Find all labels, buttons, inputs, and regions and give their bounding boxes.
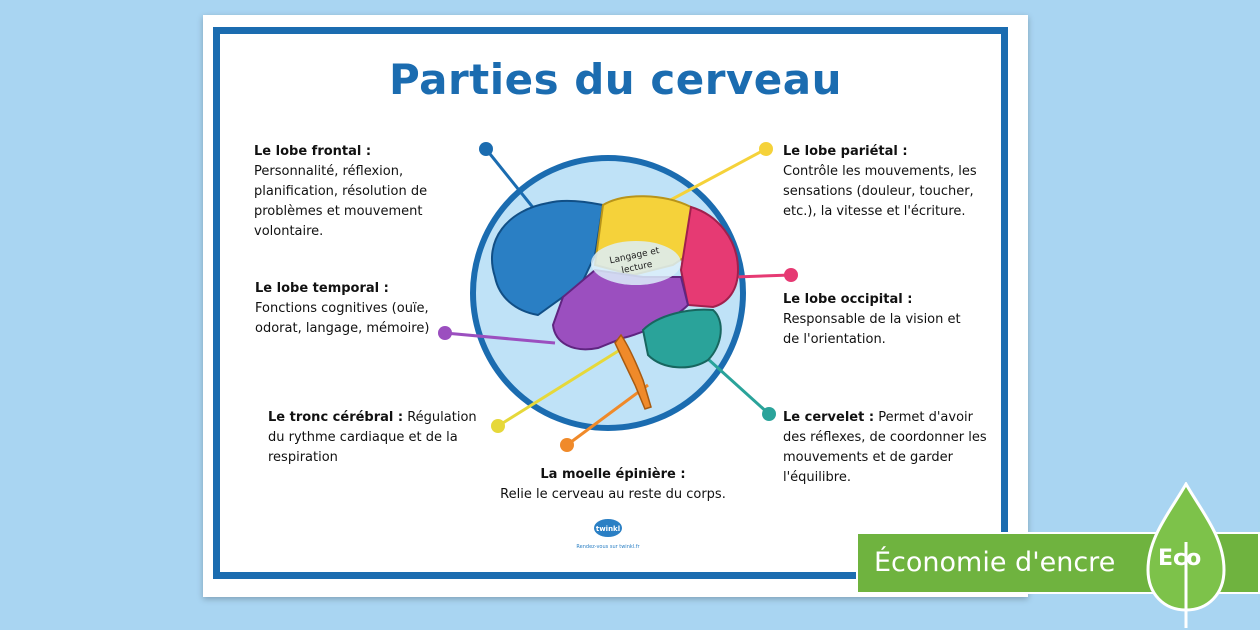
leader-tronc: [497, 346, 624, 428]
dot-parietal: [759, 142, 773, 156]
label-occipital: Le lobe occipital : Responsable de la vi…: [783, 292, 961, 347]
leader-cervelet: [696, 348, 771, 416]
eco-leaf-icon: [1146, 482, 1226, 628]
leader-moelle: [566, 383, 649, 447]
poster-title: Parties du cerveau: [388, 55, 843, 104]
cerebellum: [641, 308, 722, 369]
twinkl-logo: [594, 519, 622, 537]
dot-cervelet: [762, 407, 776, 421]
label-moelle: La moelle épinière : Relie le cerveau au…: [500, 467, 726, 502]
leader-temporal: [444, 331, 556, 345]
label-frontal: Le lobe frontal : Personnalité, réflexio…: [254, 144, 428, 239]
label-temporal: Le lobe temporal : Fonctions cognitives …: [255, 281, 430, 336]
dot-occipital: [784, 268, 798, 282]
brainstem: [614, 333, 652, 410]
twinkl-logo-text: twinkl: [596, 525, 620, 533]
language-area: [591, 241, 681, 285]
leader-occipital: [734, 273, 792, 279]
label-cervelet: Le cervelet : Permet d'avoir des réflexe…: [783, 410, 987, 485]
occipital-lobe: [679, 205, 740, 309]
twinkl-tagline: Rendez-vous sur twinkl.fr: [576, 544, 640, 550]
dot-tronc: [491, 419, 505, 433]
eco-badge-text: Eco: [1158, 546, 1202, 571]
leader-parietal: [664, 147, 767, 205]
dot-moelle: [560, 438, 574, 452]
label-tronc: Le tronc cérébral : Régulation du rythme…: [268, 410, 477, 465]
eco-banner-text: Économie d'encre: [874, 547, 1116, 578]
dot-frontal: [479, 142, 493, 156]
dot-temporal: [438, 326, 452, 340]
label-parietal: Le lobe pariétal : Contrôle les mouvemen…: [783, 144, 977, 219]
poster: Parties du cerveau Langage et lecture: [203, 15, 1028, 597]
brain-diagram: Langage et lecture twinkl Rendez-vous su…: [438, 142, 798, 550]
